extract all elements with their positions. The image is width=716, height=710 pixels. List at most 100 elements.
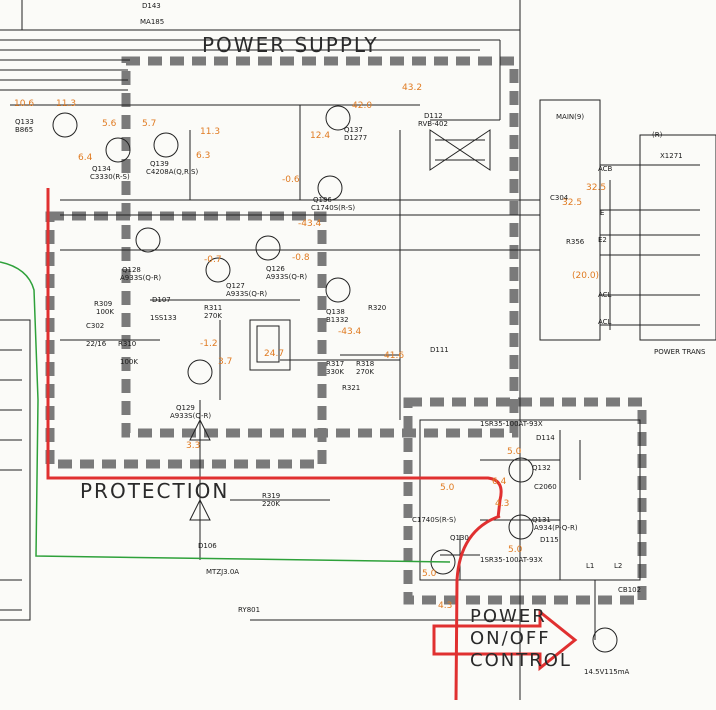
label-c304: C304 — [550, 194, 569, 202]
label-a933d: A933S(Q-R) — [170, 412, 211, 420]
label-c1740: C1740S(R-S) — [311, 204, 355, 212]
voltage-v2: 11.3 — [56, 99, 76, 109]
label-l2: L2 — [614, 562, 622, 570]
label-e2: E2 — [598, 236, 607, 244]
label-b865: B865 — [15, 126, 33, 134]
control-title: CONTROL — [470, 650, 572, 671]
label-x1271: X1271 — [660, 152, 683, 160]
label-sr35b: 1SR35-100AT-93X — [480, 556, 543, 564]
on-off-title: ON/OFF — [470, 628, 551, 649]
power-title: POWER — [470, 606, 547, 627]
red-trace — [46, 188, 503, 701]
label-r311v: 270K — [204, 312, 222, 320]
voltage-v17: 3.7 — [218, 357, 232, 367]
voltage-v14: -43.4 — [298, 219, 322, 229]
label-d1277: D1277 — [344, 134, 367, 142]
label-a934: A934(P-Q-R) — [534, 524, 578, 532]
voltage-v29: 32.5 — [586, 183, 606, 193]
red-arrow — [432, 608, 578, 672]
voltage-v16: -1.2 — [200, 339, 218, 349]
voltage-v13: -0.8 — [292, 253, 310, 263]
label-r311: R311 — [204, 304, 222, 312]
label-q128: Q128 — [122, 266, 141, 274]
voltage-v18: 24.7 — [264, 349, 284, 359]
label-q129: Q129 — [176, 404, 195, 412]
voltage-v8: 42.0 — [352, 101, 372, 111]
ma185-label: MA185 — [140, 18, 164, 26]
label-r319v: 220K — [262, 500, 280, 508]
voltage-v3: 5.6 — [102, 119, 117, 129]
label-r309: R309 — [94, 300, 112, 308]
label-d107: D107 — [152, 296, 171, 304]
voltage-v23: 5.0 — [507, 447, 522, 457]
label-acl1: ACL — [598, 291, 612, 299]
voltage-v28: 32.5 — [562, 198, 582, 208]
label-ptrans: POWER TRANS — [654, 348, 706, 356]
voltage-v12: -0.7 — [204, 255, 222, 265]
protection-title: PROTECTION — [80, 479, 229, 503]
voltage-v30: (20.0) — [572, 271, 599, 281]
label-l1: L1 — [586, 562, 594, 570]
label-sr35a: 1SR35-100AT-93X — [480, 420, 543, 428]
voltage-v25: 5.0 — [508, 545, 523, 555]
label-q138: Q138 — [326, 308, 345, 316]
label-r321: R321 — [342, 384, 360, 392]
voltage-v5: 6.4 — [78, 153, 93, 163]
label-c4208: C4208A(Q,R,S) — [146, 168, 198, 176]
voltage-v1: 10.6 — [14, 99, 34, 109]
label-c3330: C3330(R-S) — [90, 173, 130, 181]
label-q133: Q133 — [15, 118, 34, 126]
label-acb: ACB — [598, 165, 613, 173]
label-q130: Q130 — [450, 534, 469, 542]
label-r356: R356 — [566, 238, 585, 246]
voltage-v21: 5.0 — [440, 483, 455, 493]
label-e: E — [600, 209, 604, 217]
label-d112: D112 — [424, 112, 443, 120]
voltage-v10: 12.4 — [310, 131, 330, 141]
label-acl2: ACL — [598, 318, 612, 326]
label-c302: C302 — [86, 322, 104, 330]
voltage-v19: 41.6 — [384, 351, 404, 361]
green-trace — [0, 261, 451, 563]
label-r310: R310 — [118, 340, 136, 348]
voltage-values: 10.6 11.3 5.6 5.7 6.4 6.3 11.3 42.0 43.2 12.4 -0.6… — [14, 83, 606, 611]
label-c2060: C2060 — [534, 483, 557, 491]
label-rvb: RVB-402 — [418, 120, 448, 128]
d143-label: D143 — [142, 2, 161, 10]
label-r: (R) — [652, 131, 663, 139]
voltage-v15: -43.4 — [338, 327, 362, 337]
label-d115: D115 — [540, 536, 559, 544]
label-c1740b: C1740S(R-S) — [412, 516, 456, 524]
label-r318: R318 — [356, 360, 374, 368]
voltage-v27: 5.0 — [422, 569, 437, 579]
label-r309v: 100K — [96, 308, 114, 316]
power-supply-box — [121, 56, 519, 438]
voltage-v7: 11.3 — [200, 127, 220, 137]
voltage-v26: 4.3 — [438, 601, 452, 611]
transistors — [52, 105, 618, 653]
label-a933b: A933S(Q-R) — [226, 290, 267, 298]
label-lamp: 14.5V115mA — [584, 668, 630, 676]
label-cb102: CB102 — [618, 586, 641, 594]
label-q132: Q132 — [532, 464, 551, 472]
label-q136: Q136 — [313, 196, 332, 204]
voltage-v6: 6.3 — [196, 151, 210, 161]
label-d107v: 1SS133 — [150, 314, 177, 322]
voltage-v11: -0.6 — [282, 175, 300, 185]
label-r320: R320 — [368, 304, 386, 312]
label-ry801: RY801 — [238, 606, 260, 614]
label-r317: R317 — [326, 360, 344, 368]
label-a933c: A933S(Q-R) — [266, 273, 307, 281]
label-d106: D106 — [198, 542, 217, 550]
voltage-v22: 6.4 — [492, 477, 507, 487]
label-r317v: 330K — [326, 368, 344, 376]
voltage-v9: 43.2 — [402, 83, 422, 93]
voltage-v20: 3.3 — [186, 441, 200, 451]
label-d114: D114 — [536, 434, 555, 442]
label-q131: Q131 — [532, 516, 551, 524]
voltage-v4: 5.7 — [142, 119, 156, 129]
label-q134: Q134 — [92, 165, 111, 173]
